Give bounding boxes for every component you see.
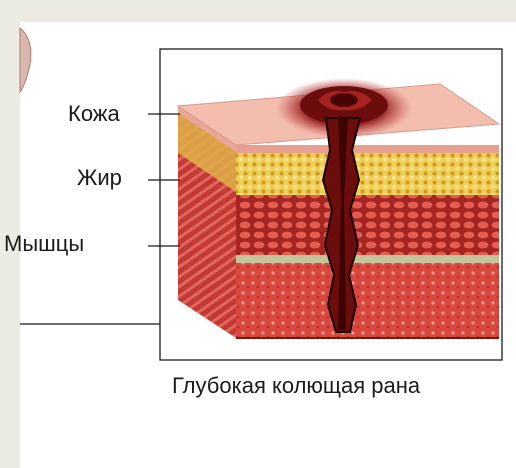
label-muscle: Мышцы xyxy=(4,233,84,255)
left-edge-decoration xyxy=(20,28,31,92)
label-skin: Кожа xyxy=(68,103,120,125)
skin-front xyxy=(236,145,499,153)
label-fat: Жир xyxy=(77,167,122,189)
diagram-caption: Глубокая колющая рана xyxy=(172,375,420,397)
fat-layer xyxy=(236,153,499,195)
muscle-layer xyxy=(236,263,499,338)
